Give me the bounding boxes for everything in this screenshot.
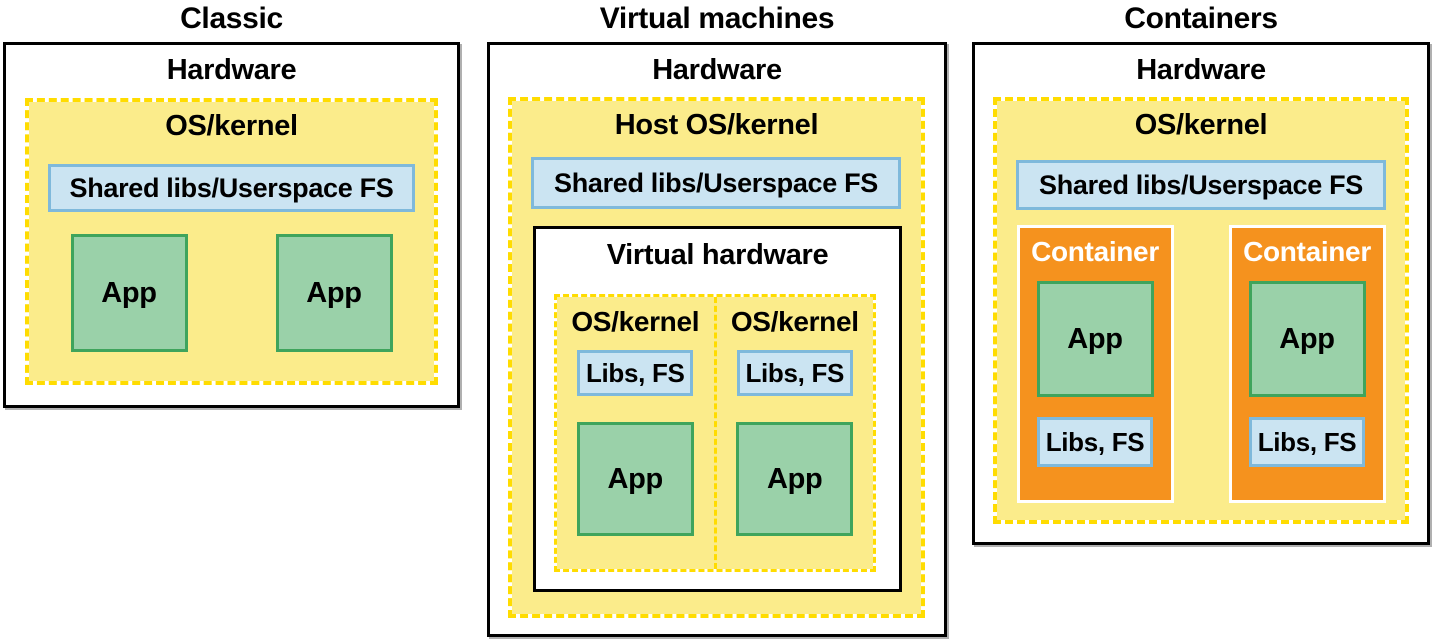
classic-shared-libs-label: Shared libs/Userspace FS xyxy=(69,172,394,203)
classic-hardware-label: Hardware xyxy=(166,54,297,86)
container-2-app-box: App xyxy=(1248,281,1366,397)
vm-shared-libs-box: Shared libs/Userspace FS xyxy=(531,157,901,209)
vm-guest-1-os-kernel-label: OS/kernel xyxy=(571,306,700,337)
vm-host-os-kernel-label: Host OS/kernel xyxy=(614,109,819,141)
virtual-hardware-label: Virtual hardware xyxy=(606,239,829,271)
container-1-libs-fs-box: Libs, FS xyxy=(1037,417,1153,467)
container-1-label: Container xyxy=(1031,236,1159,267)
vm-hardware-box: Hardware Host OS/kernel Shared libs/User… xyxy=(487,42,947,637)
classic-os-kernel-label: OS/kernel xyxy=(165,110,298,142)
container-2-label: Container xyxy=(1243,236,1371,267)
vm-guest-1-libs-fs-box: Libs, FS xyxy=(577,350,694,396)
container-box-2: Container App Libs, FS xyxy=(1228,225,1386,503)
container-1-app-box: App xyxy=(1036,281,1154,397)
containers-row: Container App Libs, FS Container App Lib… xyxy=(997,225,1405,503)
containers-hardware-label: Hardware xyxy=(1136,54,1266,86)
container-box-1: Container App Libs, FS xyxy=(1016,225,1174,503)
vm-guest-2-app-box: App xyxy=(736,422,854,536)
containers-hardware-box: Hardware OS/kernel Shared libs/Userspace… xyxy=(972,42,1430,545)
classic-panel-title: Classic xyxy=(180,2,283,35)
containers-os-kernel-label: OS/kernel xyxy=(1134,109,1268,141)
containers-os-kernel-box: OS/kernel Shared libs/Userspace FS Conta… xyxy=(993,97,1409,524)
vm-guest-1-app-box: App xyxy=(576,422,694,536)
classic-hardware-box: Hardware OS/kernel Shared libs/Userspace… xyxy=(3,42,460,408)
containers-shared-libs-box: Shared libs/Userspace FS xyxy=(1016,160,1386,210)
classic-shared-libs-box: Shared libs/Userspace FS xyxy=(48,164,415,212)
vm-guest-1: OS/kernel Libs, FS App xyxy=(557,297,714,569)
containers-panel-title: Containers xyxy=(1124,2,1278,35)
vm-hardware-label: Hardware xyxy=(652,54,782,86)
classic-os-kernel-box: OS/kernel Shared libs/Userspace FS App A… xyxy=(25,98,438,385)
vm-guest-2-libs-fs-box: Libs, FS xyxy=(736,350,853,396)
classic-app-box-1: App xyxy=(70,234,188,352)
classic-apps-row: App App xyxy=(29,234,434,352)
vm-shared-libs-label: Shared libs/Userspace FS xyxy=(554,167,878,198)
virtual-machines-panel-title: Virtual machines xyxy=(599,2,835,35)
vm-guest-duo: OS/kernel Libs, FS App OS/kernel Libs, F… xyxy=(554,294,876,572)
virtual-hardware-box: Virtual hardware OS/kernel Libs, FS App … xyxy=(533,226,902,592)
vm-guest-2-os-kernel-label: OS/kernel xyxy=(730,306,859,337)
vm-host-os-kernel-box: Host OS/kernel Shared libs/Userspace FS … xyxy=(508,97,925,618)
containers-shared-libs-label: Shared libs/Userspace FS xyxy=(1039,169,1363,200)
vm-guest-2: OS/kernel Libs, FS App xyxy=(713,297,874,569)
container-2-libs-fs-box: Libs, FS xyxy=(1249,417,1365,467)
classic-app-box-2: App xyxy=(275,234,393,352)
